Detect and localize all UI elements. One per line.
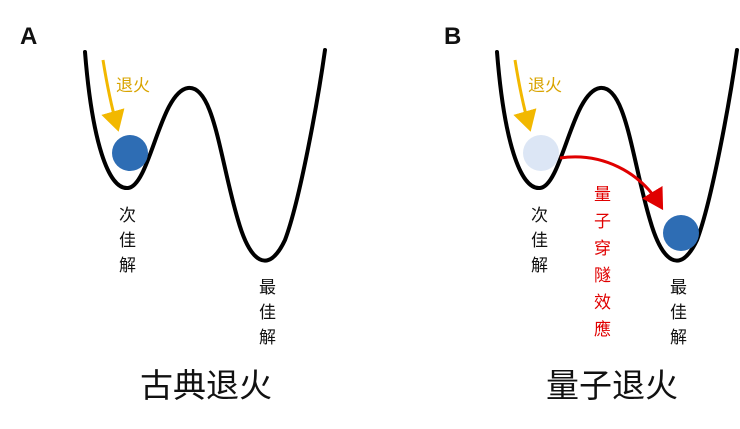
svg-text:穿: 穿 bbox=[594, 239, 611, 259]
svg-text:次: 次 bbox=[531, 206, 548, 226]
svg-text:佳: 佳 bbox=[259, 303, 276, 323]
svg-text:佳: 佳 bbox=[531, 231, 548, 251]
svg-text:次: 次 bbox=[119, 206, 136, 226]
svg-text:效: 效 bbox=[594, 293, 611, 313]
panel-b-letter: B bbox=[444, 23, 461, 50]
svg-text:量: 量 bbox=[594, 185, 611, 205]
svg-text:佳: 佳 bbox=[670, 303, 687, 323]
panel-b-energy-curve bbox=[495, 48, 739, 263]
svg-text:最: 最 bbox=[670, 278, 687, 298]
panel-b-anneal-arrow bbox=[513, 59, 537, 132]
panel-b-caption: 量子退火 bbox=[546, 366, 678, 405]
panel-b-anneal-label: 退火 bbox=[528, 76, 562, 96]
svg-text:解: 解 bbox=[259, 328, 276, 348]
panel-b-tunnel-label: 量 子 穿 隧 效 應 bbox=[594, 185, 611, 340]
svg-text:解: 解 bbox=[670, 328, 687, 348]
panel-b-ball bbox=[663, 215, 699, 251]
svg-text:解: 解 bbox=[531, 256, 548, 276]
panel-a-global-min-label: 最 佳 解 bbox=[259, 278, 276, 348]
panel-a: A 退火 次 佳 解 最 佳 解 古典退火 bbox=[20, 23, 327, 405]
panel-a-anneal-label: 退火 bbox=[116, 76, 150, 96]
svg-text:子: 子 bbox=[594, 212, 611, 232]
panel-b-faded-ball bbox=[523, 135, 559, 171]
panel-a-ball bbox=[112, 135, 148, 171]
panel-b-global-min-label: 最 佳 解 bbox=[670, 278, 687, 348]
panel-a-anneal-arrow bbox=[101, 59, 125, 132]
svg-text:佳: 佳 bbox=[119, 231, 136, 251]
panel-a-energy-curve bbox=[83, 48, 327, 263]
panel-b-tunnel-arrow bbox=[559, 155, 664, 211]
panel-b-local-min-label: 次 佳 解 bbox=[531, 206, 548, 276]
panel-b: B 退火 次 佳 解 量 子 穿 隧 效 應 最 佳 解 量子退火 bbox=[444, 23, 739, 405]
svg-text:應: 應 bbox=[594, 319, 611, 340]
panel-a-caption: 古典退火 bbox=[140, 366, 272, 405]
panel-a-local-min-label: 次 佳 解 bbox=[119, 206, 136, 276]
svg-text:解: 解 bbox=[119, 256, 136, 276]
panel-a-letter: A bbox=[20, 23, 37, 50]
svg-text:隧: 隧 bbox=[594, 266, 611, 286]
svg-text:最: 最 bbox=[259, 278, 276, 298]
